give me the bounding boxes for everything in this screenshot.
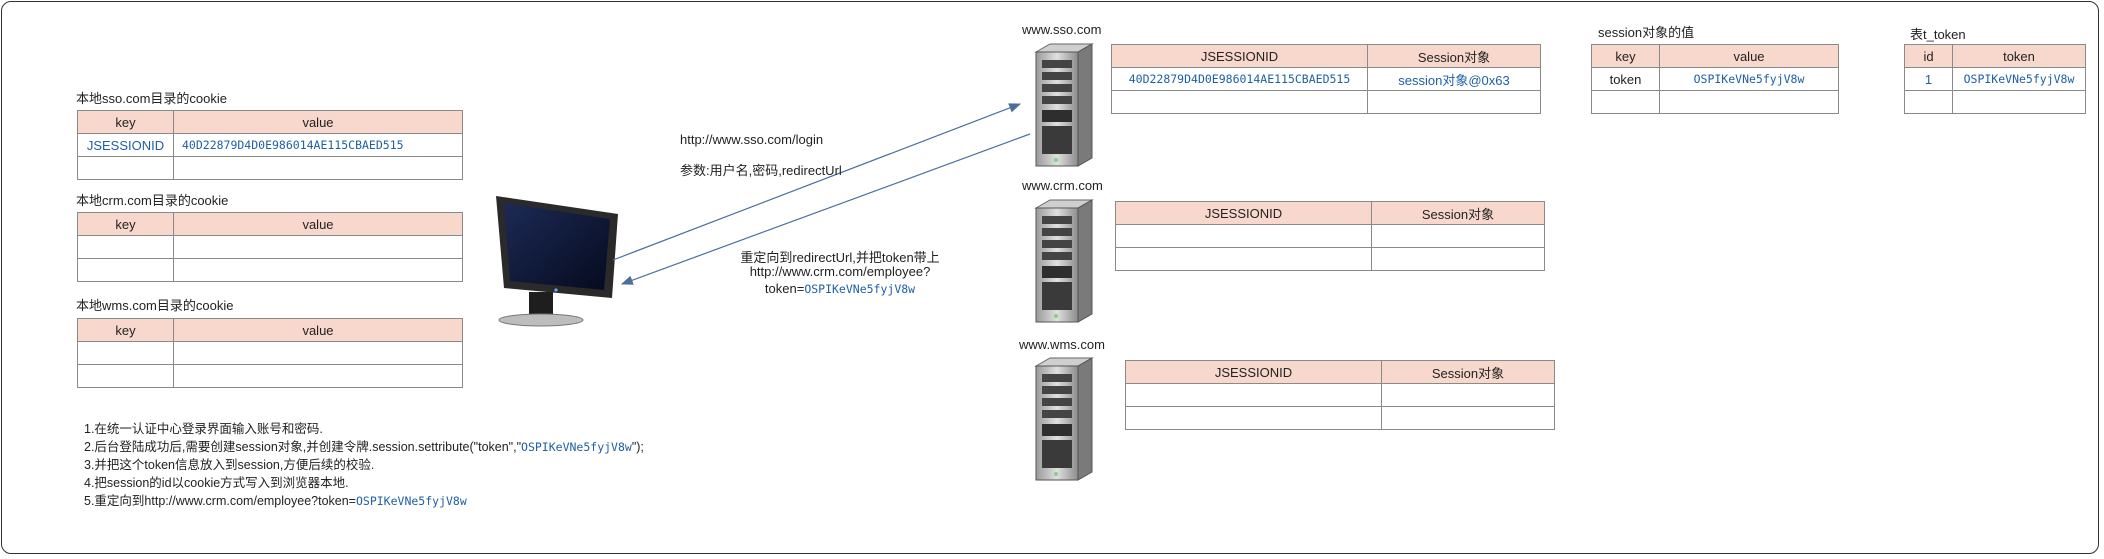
session-object bbox=[1381, 406, 1555, 430]
wms-cookie-caption: 本地wms.com目录的cookie bbox=[76, 298, 234, 313]
server-icon bbox=[1034, 357, 1094, 481]
server-label-wms: www.wms.com bbox=[1019, 337, 1105, 352]
col-value: value bbox=[173, 110, 463, 134]
server-icon bbox=[1034, 43, 1094, 167]
redirect-token: OSPIKeVNe5fyjV8w bbox=[804, 282, 916, 296]
session-object bbox=[1371, 224, 1545, 248]
cookie-value: 40D22879D4D0E986014AE115CBAED515 bbox=[173, 133, 463, 157]
session-object bbox=[1367, 90, 1541, 114]
sso-cookie-caption: 本地sso.com目录的cookie bbox=[76, 91, 227, 106]
session-values-caption: session对象的值 bbox=[1598, 25, 1695, 40]
redirect-line-3: token=OSPIKeVNe5fyjV8w bbox=[740, 281, 940, 296]
col-value: value bbox=[1659, 44, 1839, 68]
col-jsessionid: JSESSIONID bbox=[1125, 360, 1382, 384]
col-session: Session对象 bbox=[1367, 44, 1541, 68]
col-session: Session对象 bbox=[1371, 201, 1545, 225]
redirect-token-prefix: token= bbox=[764, 281, 805, 296]
token-value: OSPIKeVNe5fyjV8w bbox=[1952, 67, 2086, 91]
cookie-key: JSESSIONID bbox=[77, 133, 174, 157]
session-value: OSPIKeVNe5fyjV8w bbox=[1659, 67, 1839, 91]
step-3: 3.并把这个token信息放入到session,方便后续的校验. bbox=[84, 458, 375, 472]
redirect-line-1: 重定向到redirectUrl,并把token带上 bbox=[740, 250, 940, 265]
step-2-token: OSPIKeVNe5fyjV8w bbox=[521, 440, 632, 454]
session-id bbox=[1111, 90, 1368, 114]
session-object bbox=[1381, 383, 1555, 407]
step-5-text: 5.重定向到http://www.crm.com/employee?token= bbox=[84, 494, 356, 508]
token-id: 1 bbox=[1904, 67, 1953, 91]
step-2-suffix: "); bbox=[631, 440, 644, 454]
col-id: id bbox=[1904, 44, 1953, 68]
col-value: value bbox=[173, 318, 463, 342]
cookie-value bbox=[173, 258, 463, 282]
cookie-key bbox=[77, 235, 174, 259]
login-request-arrow bbox=[612, 103, 1022, 261]
request-params: 参数:用户名,密码,redirectUrl bbox=[680, 163, 842, 178]
request-url: http://www.sso.com/login bbox=[680, 132, 824, 147]
redirect-arrow bbox=[620, 133, 1031, 285]
session-value bbox=[1659, 90, 1839, 114]
step-2-text: 2.后台登陆成功后,需要创建session对象,并创建令牌.session.se… bbox=[84, 440, 522, 454]
col-value: value bbox=[173, 212, 463, 236]
server-label-crm: www.crm.com bbox=[1022, 178, 1103, 193]
session-key: token bbox=[1591, 67, 1660, 91]
col-session: Session对象 bbox=[1381, 360, 1555, 384]
step-5-token: OSPIKeVNe5fyjV8w bbox=[355, 494, 467, 508]
col-key: key bbox=[77, 318, 174, 342]
col-key: key bbox=[77, 212, 174, 236]
monitor-icon bbox=[496, 196, 618, 327]
cookie-value bbox=[173, 156, 463, 180]
cookie-key bbox=[77, 364, 174, 388]
cookie-value bbox=[173, 364, 463, 388]
col-token: token bbox=[1952, 44, 2086, 68]
col-jsessionid: JSESSIONID bbox=[1115, 201, 1372, 225]
cookie-key bbox=[77, 258, 174, 282]
redirect-line-2: http://www.crm.com/employee? bbox=[749, 264, 931, 279]
server-label-sso: www.sso.com bbox=[1022, 22, 1102, 37]
t-token-caption: 表t_token bbox=[1910, 27, 1966, 42]
step-5: 5.重定向到http://www.crm.com/employee?token=… bbox=[84, 490, 467, 509]
token-value bbox=[1952, 90, 2086, 114]
session-id bbox=[1115, 247, 1372, 271]
token-id bbox=[1904, 90, 1953, 114]
session-id bbox=[1125, 383, 1382, 407]
col-jsessionid: JSESSIONID bbox=[1111, 44, 1368, 68]
col-key: key bbox=[1591, 44, 1660, 68]
session-id bbox=[1125, 406, 1382, 430]
step-1: 1.在统一认证中心登录界面输入账号和密码. bbox=[84, 422, 323, 436]
server-icon bbox=[1034, 199, 1094, 323]
cookie-key bbox=[77, 341, 174, 365]
session-id bbox=[1115, 224, 1372, 248]
session-object bbox=[1371, 247, 1545, 271]
session-object: session对象@0x63 bbox=[1367, 67, 1541, 91]
step-2: 2.后台登陆成功后,需要创建session对象,并创建令牌.session.se… bbox=[84, 436, 644, 455]
cookie-key bbox=[77, 156, 174, 180]
step-4: 4.把session的id以cookie方式写入到浏览器本地. bbox=[84, 476, 349, 490]
crm-cookie-caption: 本地crm.com目录的cookie bbox=[76, 193, 229, 208]
session-id: 40D22879D4D0E986014AE115CBAED515 bbox=[1111, 67, 1368, 91]
session-key bbox=[1591, 90, 1660, 114]
